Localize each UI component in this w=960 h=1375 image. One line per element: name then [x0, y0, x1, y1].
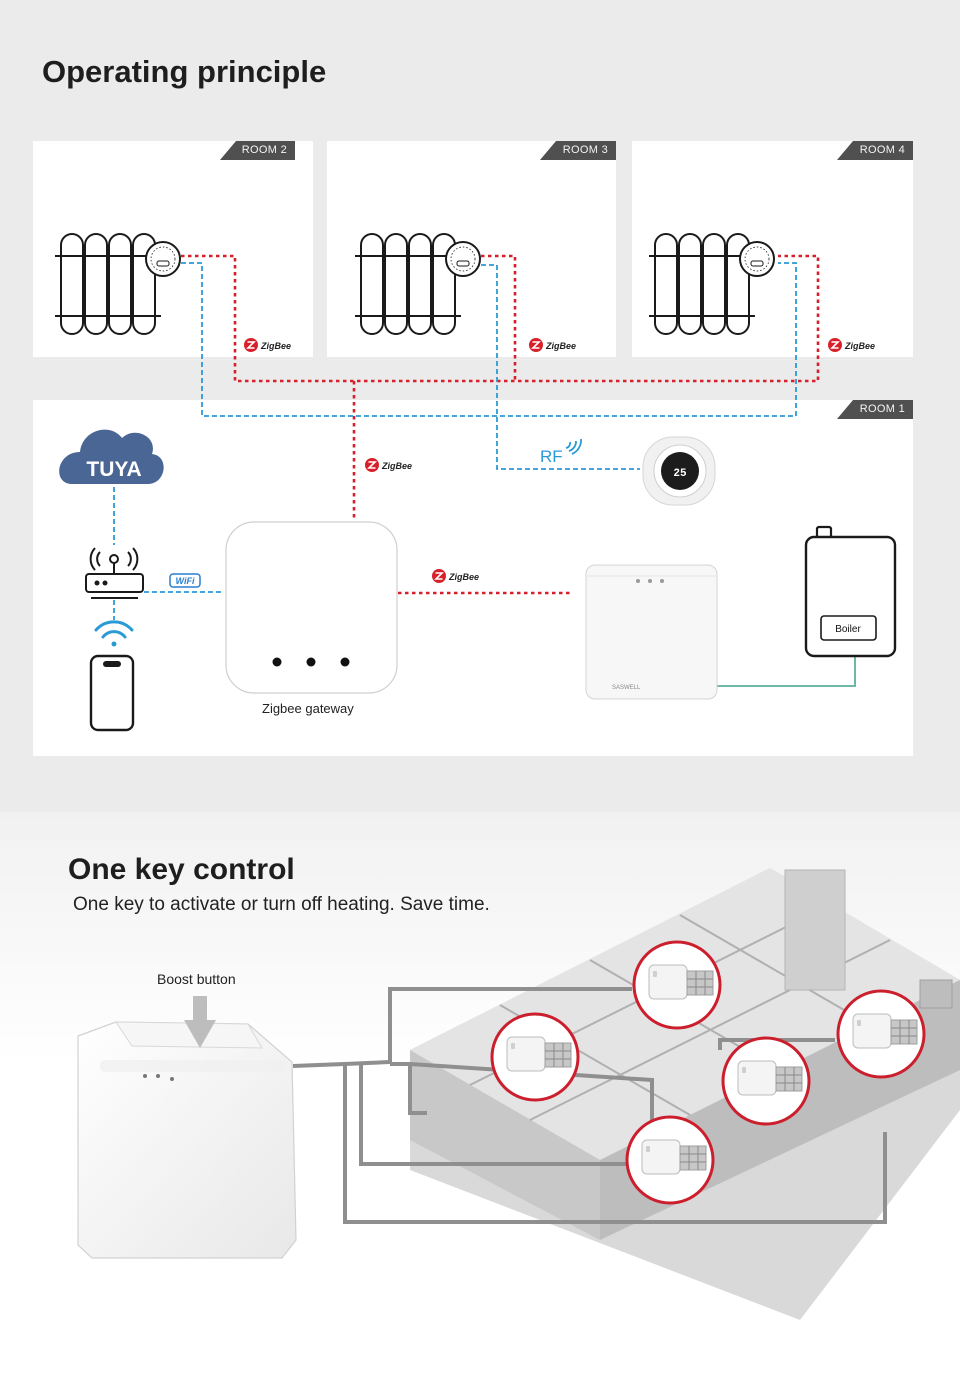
trv-callout-3: [721, 1036, 811, 1126]
room-1-tag: ROOM 1: [837, 400, 913, 419]
zigbee-logo-room-3: ZigBee: [528, 337, 576, 353]
zigbee-logo-gateway-link: ZigBee: [364, 457, 412, 473]
zigbee-text: ZigBee: [260, 341, 291, 351]
rf-links: [113, 262, 797, 620]
rf-label: RF: [540, 447, 563, 466]
house-floorplan: [410, 868, 960, 1320]
boost-button-label: Boost button: [157, 971, 236, 987]
house-illustration: [77, 868, 960, 1320]
zigbee-text: ZigBee: [545, 341, 576, 351]
trv-callout-2: [632, 940, 722, 1030]
zigbee-logo-receiver-link: ZigBee: [431, 568, 479, 584]
rf-signal-icon: RF: [540, 438, 582, 466]
zigbee-logo-room-2: ZigBee: [243, 337, 291, 353]
router-icon: [85, 547, 144, 599]
section-title: One key control: [68, 853, 295, 886]
connection-lines: [292, 987, 887, 1224]
zigbee-text: ZigBee: [844, 341, 875, 351]
zigbee-text: ZigBee: [381, 461, 412, 471]
cloud-label: TUYA: [86, 458, 141, 481]
zigbee-logo-room-4: ZigBee: [827, 337, 875, 353]
section-subtitle: One key to activate or turn off heating.…: [73, 894, 490, 915]
trv-icon-room-4: [739, 241, 775, 277]
wifi-icon: [94, 620, 134, 647]
trv-callout-5: [625, 1115, 715, 1205]
zigbee-gateway-device: [225, 521, 398, 694]
trv-icon-room-2: [145, 241, 181, 277]
trv-callout-1: [490, 1012, 580, 1102]
trv-icon-room-3: [445, 241, 481, 277]
boiler-label: Boiler: [835, 624, 861, 635]
room-4-tag: ROOM 4: [837, 141, 913, 160]
receiver-brand: SASWELL: [612, 685, 641, 691]
gateway-label: Zigbee gateway: [262, 701, 354, 716]
boiler-receiver-device: SASWELL: [585, 564, 718, 700]
radiator-room-2: [54, 233, 162, 335]
zigbee-links: [181, 254, 820, 595]
room-3-tag: ROOM 3: [540, 141, 616, 160]
trv-callout-4: [836, 989, 926, 1079]
room-thermostat-device: 25: [642, 436, 716, 506]
wifi-badge-label: WiFi: [176, 576, 195, 586]
boiler-link: [717, 656, 856, 687]
hub-device: [77, 1021, 297, 1259]
boost-arrow-icon: [184, 996, 216, 1048]
radiator-room-4: [648, 233, 756, 335]
room-2-tag: ROOM 2: [220, 141, 295, 160]
cloud-icon: TUYA: [59, 429, 164, 484]
boiler-icon: Boiler: [804, 525, 897, 658]
zigbee-text: ZigBee: [448, 572, 479, 582]
smartphone-icon: [89, 654, 135, 732]
operating-diagram: ZigBee ZigBee ZigBee ZigBee ZigBee TUYA …: [54, 233, 897, 732]
wifi-badge: WiFi: [169, 573, 201, 588]
page-title: Operating principle: [42, 54, 327, 89]
radiator-room-3: [354, 233, 462, 335]
svg-text:25: 25: [673, 468, 687, 480]
